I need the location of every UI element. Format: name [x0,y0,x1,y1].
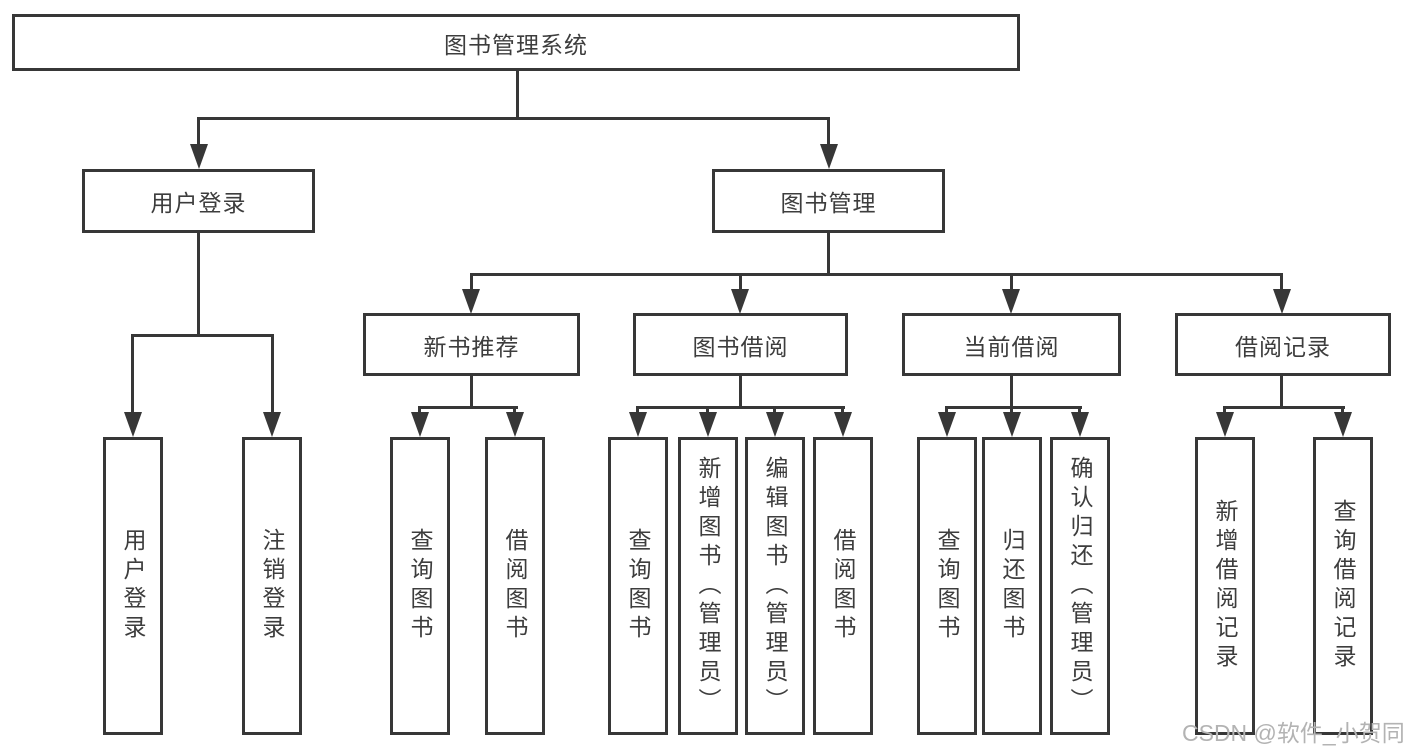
connector-line [1341,406,1344,415]
connector-line [418,406,421,415]
node-borrow-records: 借阅记录 [1175,313,1391,376]
node-root: 图书管理系统 [12,14,1020,71]
connector-line [1010,374,1013,409]
node-book-borrow: 图书借阅 [633,313,848,376]
connector-line [739,273,742,291]
leaf-query-books-current: 查询图书 [917,437,977,735]
connector-line [1078,406,1081,415]
connector-arrowhead [411,412,429,437]
connector-arrowhead [263,412,281,437]
connector-line [636,406,639,415]
connector-arrowhead [938,412,956,437]
connector-arrowhead [820,144,838,169]
connector-line [1280,273,1283,291]
connector-arrowhead [1071,412,1089,437]
leaf-borrow-books-recommend: 借阅图书 [485,437,545,735]
leaf-confirm-return-admin: 确认归还（管理员） [1050,437,1110,735]
connector-arrowhead [506,412,524,437]
leaf-add-books-admin: 新增图书（管理员） [678,437,738,735]
node-user-login: 用户登录 [82,169,315,233]
connector-line [945,406,948,415]
connector-line [706,406,709,415]
connector-line [418,406,518,409]
connector-line [1223,406,1226,415]
connector-line [827,232,830,275]
connector-arrowhead [629,412,647,437]
node-current-borrow: 当前借阅 [902,313,1121,376]
connector-line [197,117,829,120]
connector-arrowhead [190,144,208,169]
leaf-user-login: 用户登录 [103,437,163,735]
connector-arrowhead [766,412,784,437]
connector-arrowhead [1003,412,1021,437]
leaf-logout: 注销登录 [242,437,302,735]
connector-line [131,334,274,337]
leaf-return-books: 归还图书 [982,437,1042,735]
node-new-book-recommend: 新书推荐 [363,313,580,376]
connector-arrowhead [1334,412,1352,437]
node-book-management: 图书管理 [712,169,945,233]
connector-line [470,273,1283,276]
connector-line [841,406,844,415]
connector-arrowhead [1273,289,1291,314]
connector-arrowhead [1002,289,1020,314]
leaf-query-books-recommend: 查询图书 [390,437,450,735]
leaf-add-borrow-record: 新增借阅记录 [1195,437,1255,735]
connector-line [197,232,200,337]
connector-line [470,273,473,291]
connector-line [827,117,830,147]
leaf-borrow-books: 借阅图书 [813,437,873,735]
connector-line [1010,406,1013,415]
connector-arrowhead [699,412,717,437]
connector-arrowhead [1216,412,1234,437]
connector-line [197,117,200,147]
connector-arrowhead [731,289,749,314]
leaf-query-books-borrow: 查询图书 [608,437,668,735]
connector-line [1223,406,1345,409]
connector-line [1280,374,1283,409]
leaf-edit-books-admin: 编辑图书（管理员） [745,437,805,735]
connector-line [131,334,134,415]
connector-arrowhead [124,412,142,437]
connector-line [1010,273,1013,291]
connector-arrowhead [834,412,852,437]
connector-line [773,406,776,415]
connector-line [513,406,516,415]
connector-line [945,406,1082,409]
connector-arrowhead [462,289,480,314]
leaf-query-borrow-record: 查询借阅记录 [1313,437,1373,735]
csdn-watermark: CSDN @软件_小贺同学 [1182,720,1405,746]
connector-line [470,374,473,409]
connector-line [271,334,274,415]
connector-line [739,374,742,409]
connector-line [516,71,519,120]
connector-line [636,406,845,409]
